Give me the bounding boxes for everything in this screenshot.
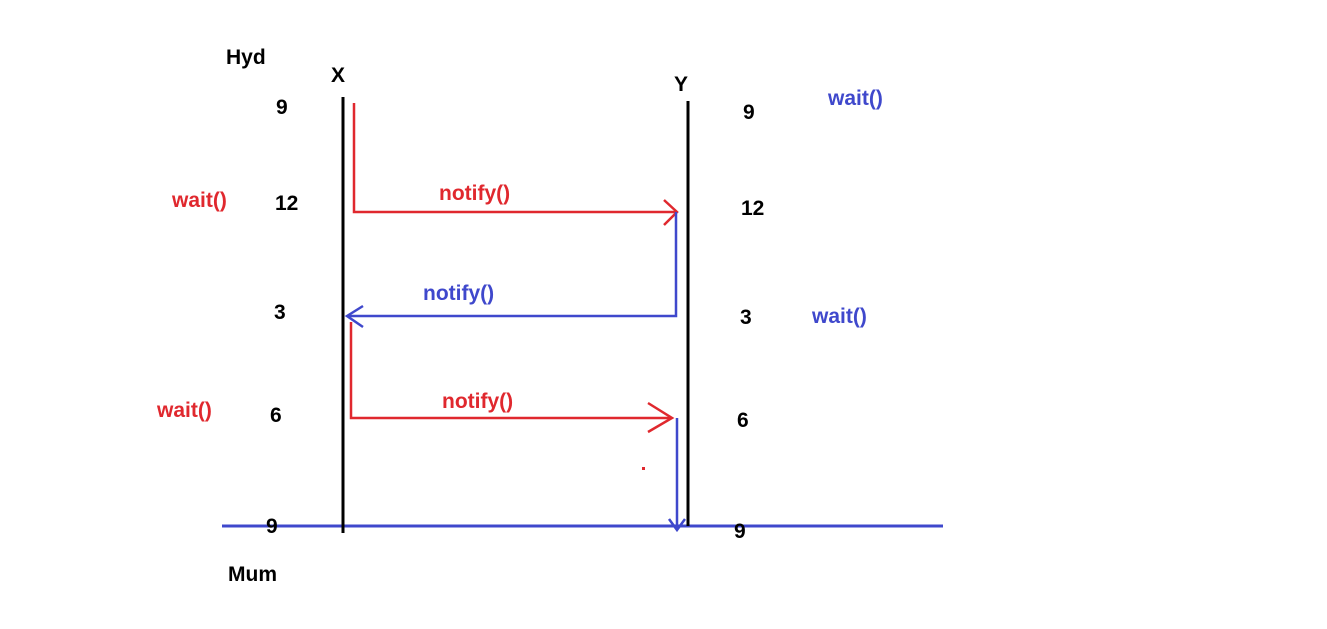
place-label-top: Hyd [226, 46, 266, 69]
wait-label-left: wait() [156, 399, 212, 422]
notify-label: notify() [442, 390, 513, 413]
wait-label-right: wait() [827, 87, 883, 110]
place-label-bottom: Mum [228, 563, 277, 586]
thread-label-y: Y [674, 73, 688, 96]
thread-label-x: X [331, 64, 345, 87]
wait-label-left: wait() [171, 189, 227, 212]
time-label-right: 6 [737, 409, 749, 432]
arrowhead-y-to-x [344, 304, 364, 329]
time-label-left: 3 [274, 301, 286, 324]
message-arrow-y-to-x [347, 212, 678, 318]
time-label-left: 12 [275, 192, 298, 215]
message-arrow-x-to-y-2 [349, 322, 672, 420]
message-arrow-x-to-y-1 [352, 103, 677, 214]
wait-label-right: wait() [811, 305, 867, 328]
time-label-left: 9 [266, 515, 278, 538]
notify-label: notify() [439, 182, 510, 205]
time-label-right: 9 [743, 101, 755, 124]
time-label-right: 12 [741, 197, 764, 220]
notify-label: notify() [423, 282, 494, 305]
stray-dot [642, 467, 645, 470]
arrowhead-x-to-y-2 [647, 401, 675, 434]
time-label-left: 9 [276, 96, 288, 119]
time-label-left: 6 [270, 404, 282, 427]
arrowhead-descent [667, 518, 687, 533]
time-label-right: 9 [734, 520, 746, 543]
time-label-right: 3 [740, 306, 752, 329]
